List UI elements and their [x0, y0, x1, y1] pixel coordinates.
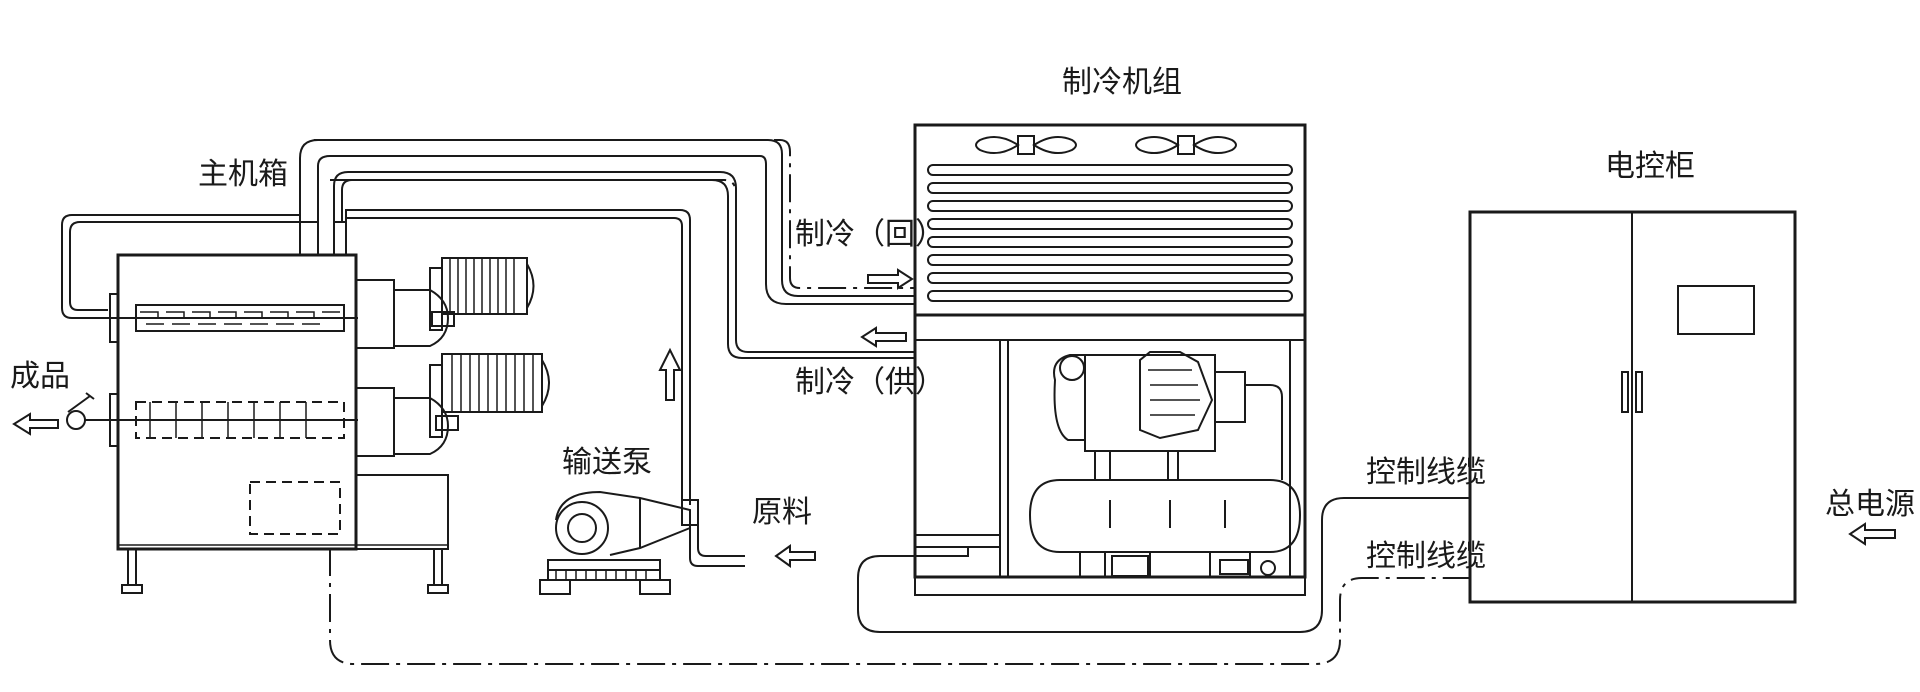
flow-arrows — [12, 268, 1896, 568]
power-arrow — [1848, 522, 1896, 546]
control-cable-lower — [329, 548, 1470, 665]
upper-rotor — [108, 293, 358, 343]
refrigeration-unit-label: 制冷机组 — [1062, 65, 1182, 100]
control-cable-label-lower: 控制线缆 — [1366, 539, 1486, 574]
return-arrow — [867, 268, 914, 290]
cabinet-handle-right — [1635, 371, 1643, 413]
upper-motor — [355, 257, 535, 349]
lower-rotor — [108, 393, 358, 447]
control-cabinet — [1468, 210, 1797, 604]
cooling-return-label: 制冷（回） — [795, 217, 945, 252]
receiver-tank — [1028, 479, 1302, 577]
refrigeration-cable — [857, 497, 1470, 633]
pump-up-arrow — [658, 347, 682, 401]
raw-material-label: 原料 — [752, 495, 812, 530]
cabinet-handle-left — [1621, 371, 1629, 413]
transfer-pump-label: 输送泵 — [562, 445, 652, 480]
supply-arrow — [860, 326, 907, 348]
product-outlet-valve — [66, 392, 110, 430]
control-line-supply — [330, 179, 737, 340]
product-label: 成品 — [10, 359, 70, 394]
main-power-label: 总电源 — [1825, 487, 1915, 522]
main-box-legs — [121, 549, 449, 594]
refrigeration-unit — [913, 123, 1307, 596]
condenser-fans — [975, 135, 1237, 155]
piping — [61, 139, 1470, 665]
cabinet-display — [1677, 285, 1755, 335]
main-box-label: 主机箱 — [198, 157, 288, 192]
control-line-return — [314, 139, 915, 289]
transfer-pump — [539, 490, 691, 595]
control-cabinet-label: 电控柜 — [1605, 149, 1695, 184]
compressor — [1053, 351, 1283, 480]
access-panel — [249, 481, 341, 535]
condenser-louvers — [927, 164, 1293, 302]
cooling-supply-label: 制冷（供） — [795, 365, 945, 400]
raw-material-arrow — [774, 544, 816, 568]
product-arrow — [12, 412, 59, 436]
lower-motor — [355, 353, 550, 457]
main-box — [66, 221, 449, 594]
control-cable-label-upper: 控制线缆 — [1366, 455, 1486, 490]
